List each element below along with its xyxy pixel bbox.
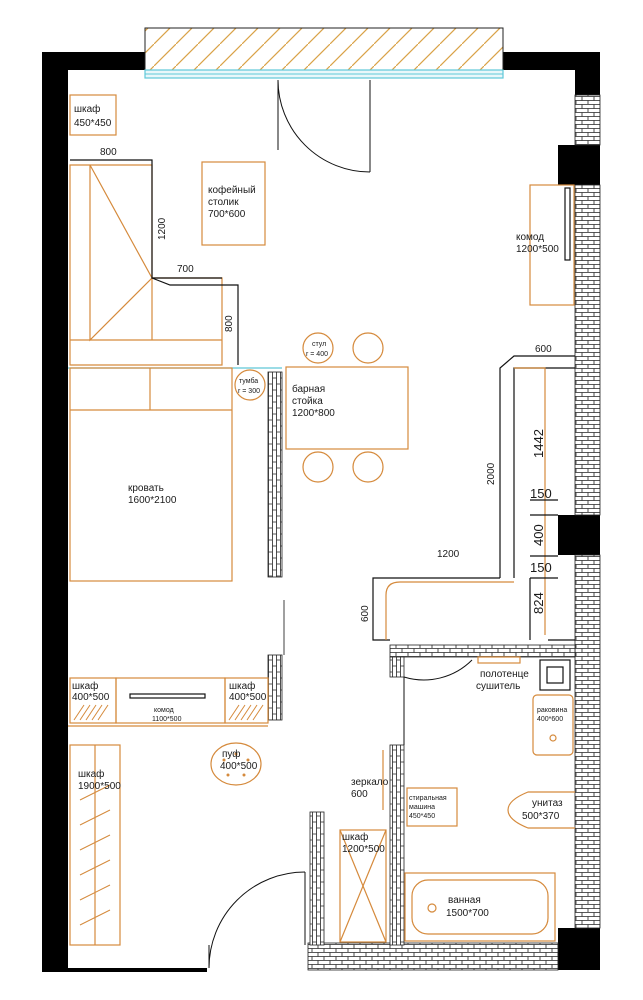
wardrobe-mid-name: шкаф: [229, 680, 255, 692]
washer-name-1: стиральная: [409, 795, 447, 802]
dresser-right-name: комод: [516, 232, 544, 243]
dim-corridor-len: 2000: [486, 462, 497, 485]
bottom-brick-wall: [307, 942, 559, 971]
coffee-table-name-2: столик: [208, 197, 239, 208]
sink-name: раковина: [537, 707, 567, 714]
sink: [532, 659, 574, 756]
mirror-name: зеркало: [351, 777, 389, 788]
washer-name-2: машина: [409, 804, 435, 811]
chair: [352, 332, 384, 364]
wardrobe-top: [69, 94, 117, 136]
bath-left-wall: [389, 744, 405, 946]
dim-seg-824: 824: [531, 592, 546, 614]
bathroom-door[interactable]: [403, 659, 473, 745]
right-brick-wall: [574, 184, 601, 516]
chair: [302, 451, 334, 483]
bathtub-size: 1500*700: [446, 908, 489, 919]
wardrobe-bath-name: шкаф: [342, 831, 368, 843]
corridor-partition: [372, 355, 575, 641]
wardrobe-bath-size: 1200*500: [342, 844, 385, 855]
closet-row: [68, 677, 269, 727]
dim-seg-1442: 1442: [531, 429, 546, 458]
balcony-hatched: [144, 27, 504, 71]
dim-corridor-bottom: 1200: [437, 549, 460, 560]
bed-name: кровать: [128, 483, 164, 494]
dim-sofa-side: 1200: [157, 217, 168, 240]
chair-size: r = 400: [306, 351, 328, 358]
wardrobe-top-name: шкаф: [74, 103, 100, 115]
toilet-size: 500*370: [522, 811, 560, 822]
balcony-door[interactable]: [277, 79, 371, 173]
dim-corridor-side: 600: [360, 605, 371, 622]
dim-corridor-top: 600: [535, 344, 552, 355]
corner-sofa: [69, 159, 239, 366]
right-brick-wall: [574, 94, 601, 146]
bed-partition-wall: [267, 371, 283, 578]
toilet: [507, 791, 575, 829]
mirror-size: 600: [351, 789, 368, 800]
dim-sofa-ext-side: 800: [224, 315, 235, 332]
pouf-name: пуф: [222, 748, 241, 760]
wardrobe-hall-name: шкаф: [78, 768, 104, 780]
sink-size: 400*600: [537, 716, 563, 723]
chair-name: стул: [312, 341, 326, 348]
dim-sofa-ext: 700: [177, 264, 194, 275]
nightstand: [234, 369, 266, 401]
dresser-bottom-size: 1100*500: [152, 716, 182, 723]
wardrobe-top-size: 450*450: [74, 118, 112, 129]
bar-counter-name-2: стойка: [292, 396, 323, 407]
washer-size: 450*450: [409, 813, 435, 820]
wardrobe-left-name: шкаф: [72, 680, 98, 692]
towel-dryer-name-1: полотенце: [480, 669, 529, 680]
bed-size: 1600*2100: [128, 495, 177, 506]
dim-seg-150b: 150: [530, 560, 552, 575]
dim-seg-400: 400: [531, 524, 546, 546]
bar-counter: [285, 366, 409, 450]
washing-machine: [406, 787, 458, 827]
coffee-table-name-1: кофейный: [208, 184, 256, 196]
toilet-name: унитаз: [532, 798, 563, 809]
closet-partition-wall: [267, 654, 283, 721]
right-brick-wall: [574, 554, 601, 929]
dresser-right: [529, 184, 575, 306]
pouf-size: 400*500: [220, 761, 258, 772]
nightstand-size: r = 300: [238, 388, 260, 395]
wardrobe-hall-size: 1900*500: [78, 781, 121, 792]
bed: [69, 367, 233, 582]
bath-top-wall: [389, 644, 576, 658]
entrance-door[interactable]: [208, 871, 306, 969]
chair: [302, 332, 334, 364]
bathtub: [404, 872, 556, 942]
towel-dryer-name-2: сушитель: [476, 681, 520, 692]
coffee-table-size: 700*600: [208, 209, 246, 220]
bar-counter-name-1: барная: [292, 383, 325, 395]
bath-left-wall-upper: [389, 656, 405, 678]
dresser-bottom-name: комод: [154, 707, 174, 714]
coffee-table: [201, 161, 266, 246]
bar-counter-size: 1200*800: [292, 408, 335, 419]
wardrobe-hall: [69, 744, 121, 946]
towel-dryer: [477, 656, 521, 664]
wardrobe-left-size: 400*500: [72, 692, 110, 703]
pouf: [210, 742, 262, 786]
chair: [352, 451, 384, 483]
outer-walls: [42, 52, 600, 972]
bathtub-name: ванная: [448, 895, 481, 906]
wardrobe-mid-size: 400*500: [229, 692, 267, 703]
hall-divider-wall: [309, 811, 325, 946]
nightstand-name: тумба: [239, 377, 258, 385]
dim-sofa-top: 800: [100, 147, 117, 158]
dim-seg-150a: 150: [530, 486, 552, 501]
wardrobe-bath: [339, 829, 387, 943]
dresser-right-size: 1200*500: [516, 244, 559, 255]
